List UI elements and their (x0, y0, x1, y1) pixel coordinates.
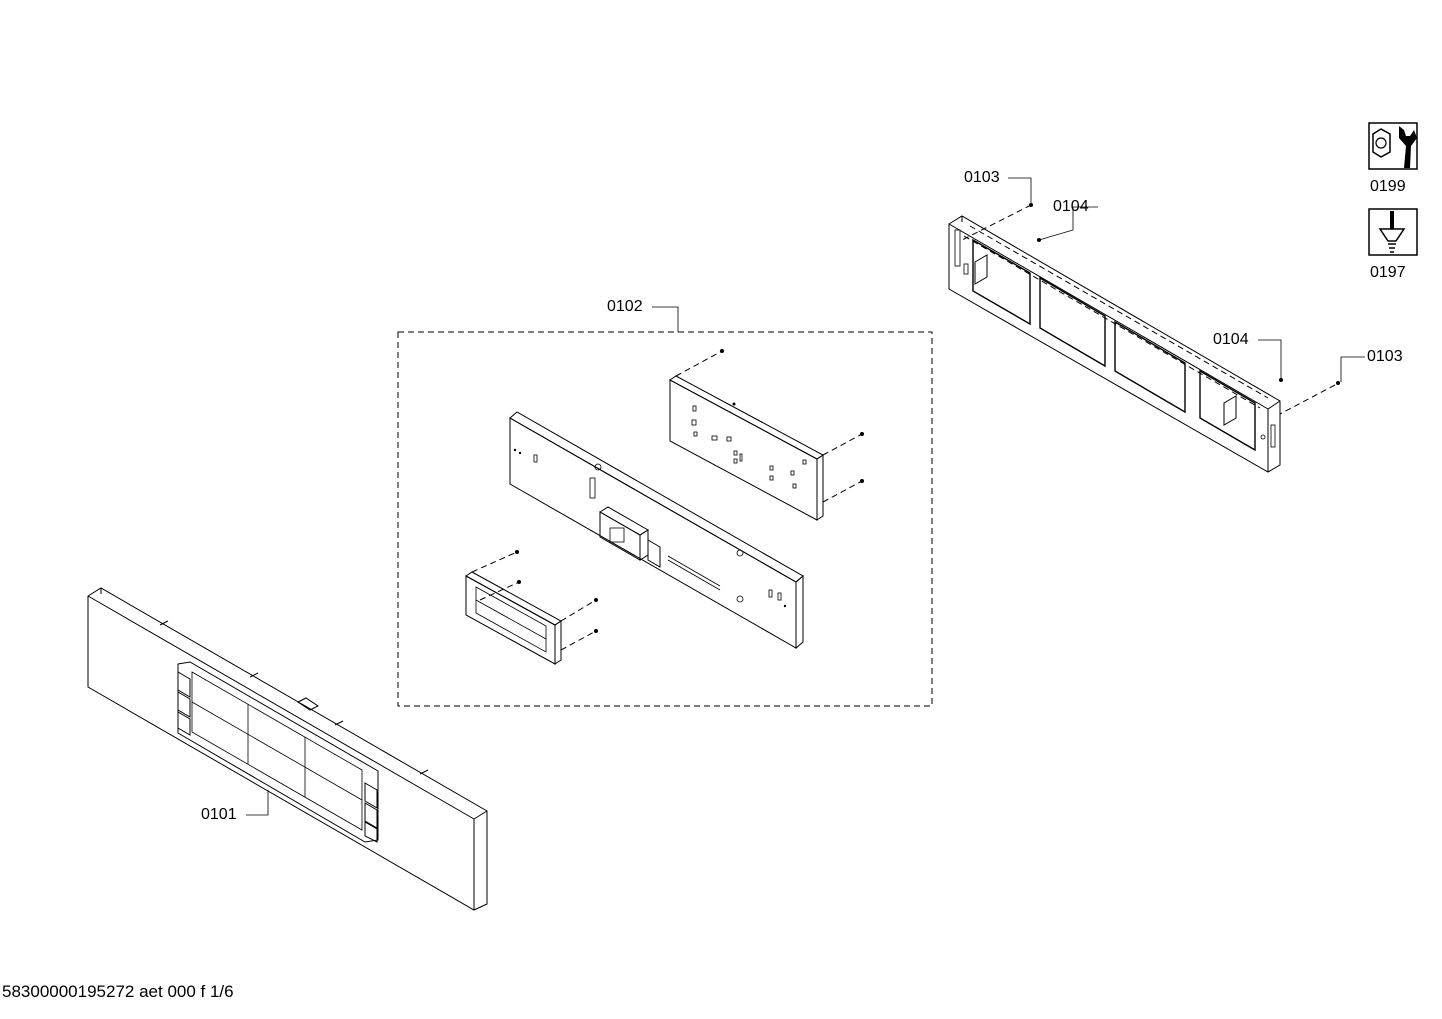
label-0101: 0101 (201, 806, 237, 823)
document-id-footer: 58300000195272 aet 000 f 1/6 (2, 982, 234, 1001)
display-frame (465, 571, 562, 665)
bracket-leaders (961, 177, 1365, 415)
label-0102: 0102 (607, 298, 643, 315)
label-0103-right: 0103 (1367, 348, 1403, 365)
label-0104-top: 0104 (1053, 198, 1089, 215)
leader-0101 (246, 790, 269, 816)
pcb-board (669, 375, 824, 521)
screws-group (471, 349, 864, 651)
part-0101-fascia (87, 587, 488, 911)
mounting-bracket (948, 215, 1281, 473)
wrench-nut-icon (1368, 122, 1418, 170)
label-0199: 0199 (1370, 178, 1406, 195)
screwdriver-icon (1368, 208, 1418, 256)
part-0102-group (397, 306, 933, 707)
label-0104-right: 0104 (1213, 331, 1249, 348)
label-0197: 0197 (1370, 264, 1406, 281)
label-0103-top: 0103 (964, 169, 1000, 186)
control-board (509, 411, 804, 650)
